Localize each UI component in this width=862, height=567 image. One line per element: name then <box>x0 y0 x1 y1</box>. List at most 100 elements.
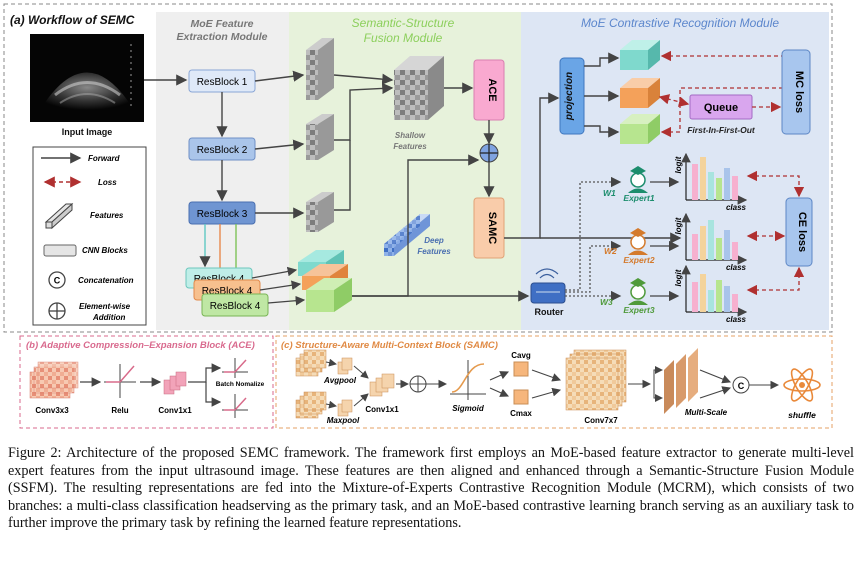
deep-label-2: Features <box>417 247 451 256</box>
arrow-rb2-feat <box>254 139 305 151</box>
queue-block[interactable]: Queue <box>689 94 753 120</box>
expert2-icon <box>628 228 648 255</box>
resblock-4-green: ResBlock 4 <box>201 293 269 317</box>
legend-add-icon <box>48 302 66 320</box>
relu-graph <box>104 364 136 398</box>
moe-title-1: MoE Feature <box>190 18 253 30</box>
avgpool-label: Avgpool <box>323 376 357 385</box>
expert2-label: Expert2 <box>623 255 654 265</box>
legend-feature-icon <box>44 202 74 230</box>
conv7-label: Conv7x7 <box>584 416 618 425</box>
logit-label-1: logit <box>674 156 683 173</box>
logit-chart-1 <box>681 152 748 205</box>
samc-arrow-sig-cavg <box>489 371 510 381</box>
ace-conv3-stack <box>29 361 79 399</box>
mc-loss-block[interactable]: MC loss <box>781 49 811 135</box>
legend-concat-symbol: C <box>54 276 61 286</box>
w1-label: W1 <box>603 188 616 198</box>
cavg-box <box>513 361 529 377</box>
samc-add-node <box>409 375 427 393</box>
projection-label: projection <box>564 72 575 121</box>
samc-detail-title: (c) Structure-Aware Multi-Context Block … <box>281 340 498 351</box>
shuffle-label: shuffle <box>788 410 816 420</box>
figure-caption: Figure 2: Architecture of the proposed S… <box>8 445 854 531</box>
conv7-grid <box>565 349 627 411</box>
shallow-label-1: Shallow <box>395 131 426 140</box>
deep-features <box>384 214 430 256</box>
arrow-proj-green <box>584 125 620 138</box>
class-label-1: class <box>726 203 747 212</box>
bn-graph-1 <box>222 358 248 378</box>
loss-green-mc <box>660 87 798 138</box>
resblock-2: ResBlock 2 <box>188 137 256 161</box>
maxpool-label: Maxpool <box>327 416 360 425</box>
expert1-label: Expert1 <box>623 193 654 203</box>
cmax-label: Cmax <box>510 409 532 418</box>
cmax-box <box>513 389 529 405</box>
loss-orange-queue <box>658 94 690 107</box>
shuffle-icon <box>783 368 821 402</box>
ms-arrow-concat-1 <box>699 369 732 384</box>
resblock-3: ResBlock 3 <box>188 201 256 225</box>
architecture-diagram: (a) Workflow of SEMC MoE Feature Extract… <box>3 3 833 429</box>
resblock-4b-label: ResBlock 4 <box>202 286 253 297</box>
samc-arrow-cavg-conv7 <box>531 369 562 382</box>
class-label-3: class <box>726 315 747 324</box>
deep-label-1: Deep <box>424 236 444 245</box>
ace-conv3-label: Conv3x3 <box>35 406 69 415</box>
pool-out-top <box>337 357 353 375</box>
cavg-label: Cavg <box>511 351 531 360</box>
multiscale-label: Multi-Scale <box>685 408 728 417</box>
add-node <box>479 143 499 163</box>
ace-conv1-label: Conv1x1 <box>158 406 192 415</box>
ace-arrow-3a <box>188 363 222 383</box>
input-ultrasound-image <box>30 34 144 122</box>
arrow-rb4b-feat <box>259 280 302 291</box>
resblock-1-label: ResBlock 1 <box>197 77 248 88</box>
arrow-feat1-shallow <box>333 73 394 85</box>
route-expert1 <box>565 176 622 291</box>
projection-block[interactable]: projection <box>559 57 585 135</box>
ms-arrow-concat-2 <box>699 386 732 399</box>
mc-loss-label: MC loss <box>793 71 805 113</box>
samc-arrow-avg <box>325 358 337 367</box>
arrow-proj-teal <box>584 52 620 67</box>
samc-arrow-max-conv <box>353 393 369 407</box>
resblock-4c-label: ResBlock 4 <box>210 301 261 312</box>
route-expert2 <box>565 240 622 293</box>
loss-chart3-ce <box>746 266 805 296</box>
loss-chart1-ce <box>746 170 805 198</box>
input-image-label: Input Image <box>62 127 113 137</box>
relu-label: Relu <box>111 406 128 415</box>
feature-stack-rb4 <box>298 250 352 312</box>
expert3-icon <box>628 278 648 305</box>
sigmoid-label: Sigmoid <box>452 404 485 413</box>
samc-input-stack-top <box>295 349 327 377</box>
proj-feature-teal <box>620 40 660 70</box>
samc-conv1-label: Conv1x1 <box>365 405 399 414</box>
samc-block[interactable]: SAMC <box>473 197 505 259</box>
samc-label: SAMC <box>486 212 498 244</box>
legend-add-label-2: Addition <box>92 313 126 322</box>
ace-label: ACE <box>486 78 498 101</box>
legend-add-label-1: Element-wise <box>79 302 131 311</box>
ssfm-title-1: Semantic-Structure <box>352 16 455 30</box>
ace-conv1-stack <box>163 371 187 395</box>
legend-loss-label: Loss <box>98 178 117 187</box>
ace-detail-title: (b) Adaptive Compression–Expansion Block… <box>26 340 255 351</box>
legend-box: Forward Loss Features CNN Blocks C Conca… <box>32 146 147 326</box>
arrow-rb4c-feat <box>267 295 306 306</box>
legend-concat-label: Concatenation <box>78 276 134 285</box>
arrow-samc-projection <box>504 92 560 239</box>
legend-forward-label: Forward <box>88 154 121 163</box>
ce-loss-block[interactable]: CE loss <box>785 197 813 267</box>
sigmoid-graph <box>450 360 486 400</box>
multiscale-planes <box>664 348 698 414</box>
proj-feature-green <box>620 114 660 144</box>
samc-input-stack-bottom <box>295 391 327 419</box>
fifo-label: First-In-First-Out <box>687 125 756 135</box>
ace-block[interactable]: ACE <box>473 59 505 121</box>
workflow-title: (a) Workflow of SEMC <box>10 13 135 27</box>
arrow-rb4a-feat <box>251 266 298 279</box>
queue-label: Queue <box>704 102 738 114</box>
